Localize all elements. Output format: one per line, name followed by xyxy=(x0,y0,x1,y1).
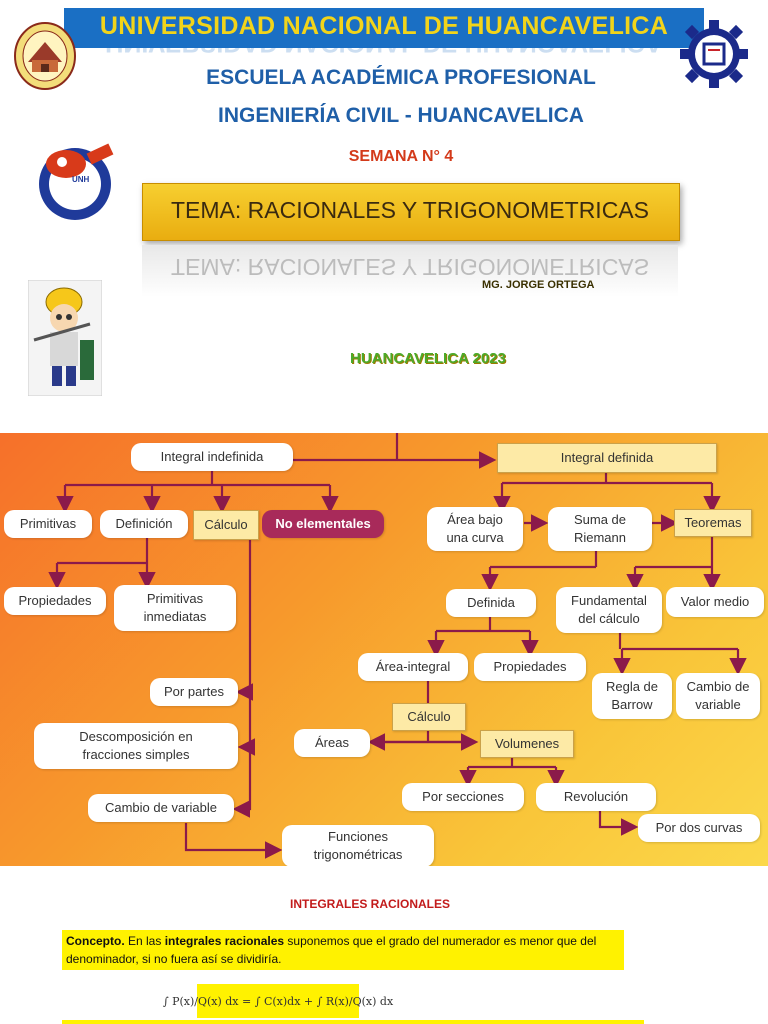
university-title-reflection: UNIVERSIDAD NACIONAL DE HUANCAVELICA xyxy=(64,44,704,58)
node-fundamental-calculo: Fundamental del cálculo xyxy=(556,587,662,633)
node-por-secciones: Por secciones xyxy=(402,783,524,811)
highlight-strip xyxy=(62,1020,644,1024)
professor-name: MG. JORGE ORTEGA xyxy=(482,279,595,291)
node-revolucion: Revolución xyxy=(536,783,656,811)
node-funciones-trigonometricas: Funciones trigonométricas xyxy=(282,825,434,866)
node-calculo: Cálculo xyxy=(193,510,259,540)
node-calculo-2: Cálculo xyxy=(392,703,466,731)
node-valor-medio: Valor medio xyxy=(666,587,764,617)
node-propiedades-left: Propiedades xyxy=(4,587,106,615)
formula-box: ∫ P(x)/Q(x) dx = ∫ C(x)dx + ∫ R(x)/Q(x) … xyxy=(163,984,393,1018)
concept-bold: integrales racionales xyxy=(164,934,285,948)
concept-map: Integral indefinida Integral definida Pr… xyxy=(0,433,768,866)
node-areas: Áreas xyxy=(294,729,370,757)
program-name: INGENIERÍA CIVIL - HUANCAVELICA xyxy=(218,104,584,127)
concept-label: Concepto. xyxy=(66,934,125,948)
section-title: INTEGRALES RACIONALES xyxy=(289,897,450,911)
node-propiedades-right: Propiedades xyxy=(474,653,586,681)
node-area-integral: Área-integral xyxy=(358,653,468,681)
node-integral-indefinida: Integral indefinida xyxy=(131,443,293,471)
node-cambio-variable-left: Cambio de variable xyxy=(88,794,234,822)
mascot-logo-icon: UNH xyxy=(39,143,114,220)
node-no-elementales: No elementales xyxy=(262,510,384,538)
university-title: UNIVERSIDAD NACIONAL DE HUANCAVELICA xyxy=(99,12,669,40)
node-regla-barrow: Regla de Barrow xyxy=(592,673,672,719)
node-integral-definida: Integral definida xyxy=(497,443,717,473)
node-descomposicion: Descomposición en fracciones simples xyxy=(34,723,238,769)
week-label: SEMANA N° 4 xyxy=(348,148,454,165)
topic-title: TEMA: RACIONALES Y TRIGONOMETRICAS xyxy=(171,197,649,223)
concept-paragraph: Concepto. En las integrales racionales s… xyxy=(62,930,624,970)
concept-text-1: En las xyxy=(124,934,165,948)
mascot-text: UNH xyxy=(72,175,90,184)
topic-reflection: TEMA: RACIONALES Y TRIGONOMETRICAS xyxy=(142,245,678,297)
concept-text-2: suponemos que el grado del numerador es … xyxy=(66,934,597,966)
node-suma-riemann: Suma de Riemann xyxy=(548,507,652,551)
engineer-cartoon-icon xyxy=(28,280,102,396)
node-definicion: Definición xyxy=(100,510,188,538)
node-teoremas: Teoremas xyxy=(674,509,752,537)
topic-banner xyxy=(142,183,680,241)
node-por-dos-curvas: Por dos curvas xyxy=(638,814,760,842)
city-year: HUANCAVELICA 2023 xyxy=(350,350,506,367)
school-name: ESCUELA ACADÉMICA PROFESIONAL xyxy=(206,66,596,89)
node-definida: Definida xyxy=(446,589,536,617)
node-cambio-variable-right: Cambio de variable xyxy=(676,673,760,719)
concept-map-connectors xyxy=(48,433,747,859)
node-por-partes: Por partes xyxy=(150,678,238,706)
university-banner xyxy=(64,8,704,48)
node-area-bajo-curva: Área bajo una curva xyxy=(427,507,523,551)
engineering-gear-logo-icon xyxy=(680,20,748,88)
university-logo-icon xyxy=(14,22,76,90)
node-primitivas: Primitivas xyxy=(4,510,92,538)
node-volumenes: Volumenes xyxy=(480,730,574,758)
node-primitivas-inmediatas: Primitivas inmediatas xyxy=(114,585,236,631)
